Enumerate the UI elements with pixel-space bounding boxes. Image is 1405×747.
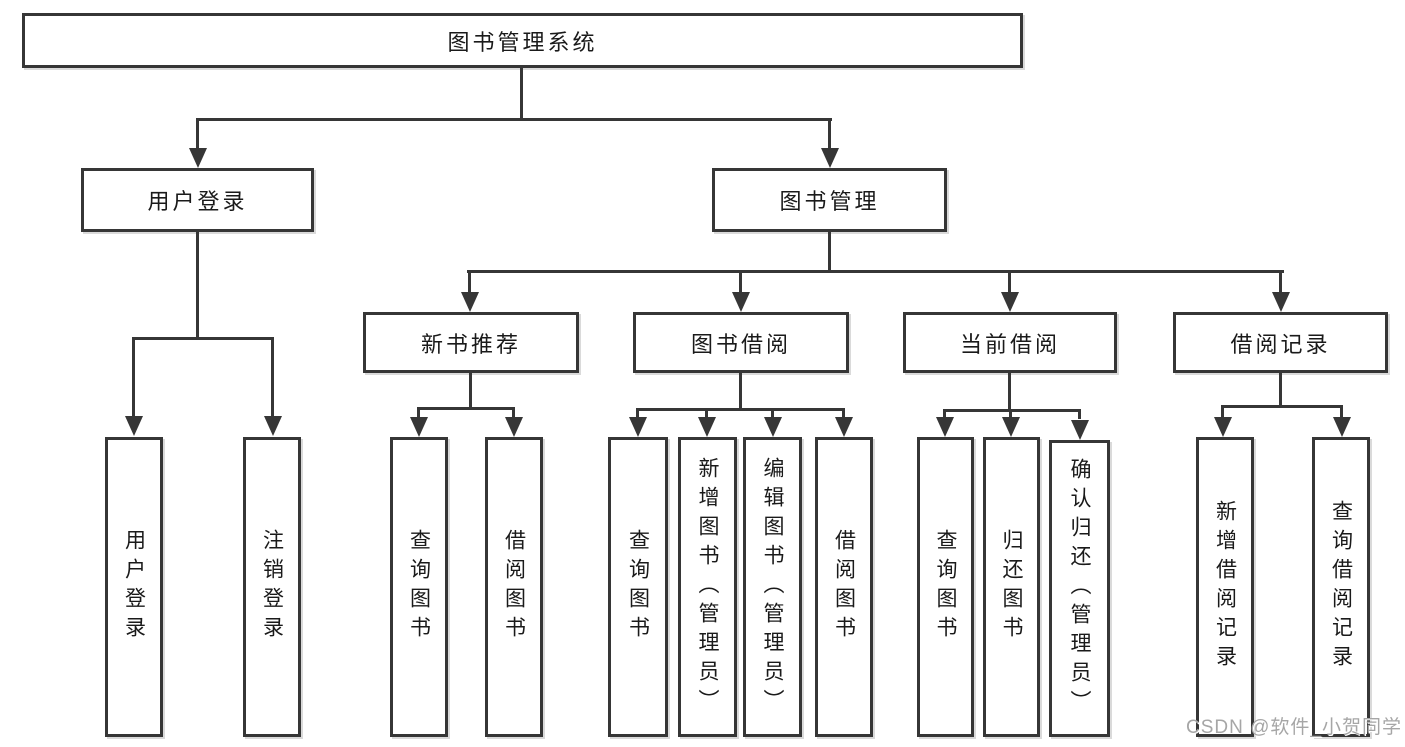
leaf-bb-borrow-books-label: 借阅图书 (832, 529, 856, 645)
node-user-login-label: 用户登录 (147, 189, 248, 214)
leaf-cb-query-books-label: 查询图书 (934, 529, 957, 645)
connector-current-rail (943, 409, 1081, 412)
connector-leaf-shaft (771, 408, 774, 419)
leaf-br-add-record-label: 新增借阅记录 (1213, 500, 1237, 674)
connector-leaf-shaft (417, 407, 420, 419)
arrow-down-icon (732, 292, 750, 312)
connector-book-mgmt-stem (828, 232, 831, 272)
node-new-book-recommend-label: 新书推荐 (420, 331, 521, 357)
node-root-label: 图书管理系统 (447, 29, 598, 55)
connector-root-stem (520, 68, 523, 120)
arrow-down-icon (1214, 417, 1232, 437)
arrow-down-icon (821, 148, 839, 168)
node-root: 图书管理系统 (22, 13, 1023, 68)
arrow-down-icon (1071, 420, 1089, 440)
connector-user-login-rail (132, 337, 274, 340)
leaf-br-add-record: 新增借阅记录 (1196, 437, 1254, 737)
node-book-borrowing: 图书借阅 (633, 312, 849, 373)
arrow-down-icon (505, 417, 523, 437)
connector-current-stem (1008, 373, 1011, 411)
leaf-cb-query-books: 查询图书 (917, 437, 974, 737)
connector-leaf-shaft (512, 407, 515, 419)
connector-leaf-shaft (1340, 405, 1343, 419)
arrow-down-icon (936, 417, 954, 437)
connector-new-books-stem (469, 373, 472, 409)
arrow-down-icon (1001, 292, 1019, 312)
arrow-down-icon (698, 417, 716, 437)
node-book-borrowing-label: 图书借阅 (690, 331, 791, 357)
arrow-down-icon (410, 417, 428, 437)
connector-leaf-shaft (705, 408, 708, 419)
connector-leaf-shaft (842, 408, 845, 419)
node-user-login: 用户登录 (81, 168, 314, 232)
leaf-nb-query-books-label: 查询图书 (407, 529, 431, 645)
node-book-management: 图书管理 (712, 168, 947, 232)
node-book-management-label: 图书管理 (779, 189, 880, 214)
leaf-bb-edit-books-admin-label: 编辑图书（管理员） (761, 456, 784, 718)
leaf-bb-query-books-label: 查询图书 (626, 529, 650, 645)
connector-new-books-shaft (468, 270, 471, 292)
connector-records-stem (1279, 373, 1282, 407)
arrow-down-icon (125, 416, 143, 436)
connector-new-books-rail (417, 407, 515, 410)
connector-user-login-stem (196, 232, 199, 339)
leaf-cb-confirm-return-admin: 确认归还（管理员） (1049, 440, 1110, 737)
connector-borrowing-shaft (739, 270, 742, 292)
arrow-down-icon (461, 292, 479, 312)
node-current-borrowing-label: 当前借阅 (959, 331, 1060, 357)
leaf-nb-borrow-books-label: 借阅图书 (502, 529, 526, 645)
connector-borrowing-stem (739, 373, 742, 410)
leaf-logout-label: 注销登录 (260, 529, 284, 645)
arrow-down-icon (764, 417, 782, 437)
connector-leaf-shaft (1221, 405, 1224, 419)
arrow-down-icon (1002, 417, 1020, 437)
arrow-down-icon (1272, 292, 1290, 312)
connector-borrowing-rail (636, 408, 845, 411)
leaf-br-query-record: 查询借阅记录 (1312, 437, 1370, 737)
leaf-logout: 注销登录 (243, 437, 301, 737)
leaf-user-login-label: 用户登录 (122, 529, 146, 645)
connector-records-rail (1221, 405, 1343, 408)
arrow-down-icon (264, 416, 282, 436)
connector-login-shaft (132, 337, 135, 416)
connector-root-rail (196, 118, 832, 121)
leaf-cb-confirm-return-admin-label: 确认归还（管理员） (1068, 458, 1091, 719)
leaf-nb-borrow-books: 借阅图书 (485, 437, 543, 737)
leaf-bb-borrow-books: 借阅图书 (815, 437, 873, 737)
leaf-cb-return-books-label: 归还图书 (1000, 529, 1023, 645)
connector-leaf-shaft (1009, 409, 1012, 419)
connector-user-login-shaft (196, 118, 199, 150)
arrow-down-icon (189, 148, 207, 168)
connector-logout-shaft (271, 337, 274, 416)
connector-book-mgmt-rail (467, 270, 1284, 273)
leaf-bb-query-books: 查询图书 (608, 437, 668, 737)
node-borrowing-records: 借阅记录 (1173, 312, 1388, 373)
node-borrowing-records-label: 借阅记录 (1230, 331, 1331, 357)
leaf-cb-return-books: 归还图书 (983, 437, 1040, 737)
leaf-br-query-record-label: 查询借阅记录 (1329, 500, 1353, 674)
leaf-bb-edit-books-admin: 编辑图书（管理员） (743, 437, 802, 737)
node-current-borrowing: 当前借阅 (903, 312, 1117, 373)
csdn-watermark: CSDN @软件_小贺同学 (1186, 717, 1402, 738)
leaf-bb-add-books-admin-label: 新增图书（管理员） (696, 456, 719, 718)
connector-records-shaft (1279, 270, 1282, 292)
node-new-book-recommend: 新书推荐 (363, 312, 579, 373)
connector-current-shaft (1008, 270, 1011, 292)
arrow-down-icon (629, 417, 647, 437)
leaf-user-login: 用户登录 (105, 437, 163, 737)
leaf-bb-add-books-admin: 新增图书（管理员） (678, 437, 737, 737)
leaf-nb-query-books: 查询图书 (390, 437, 448, 737)
connector-leaf-shaft (636, 408, 639, 419)
arrow-down-icon (1333, 417, 1351, 437)
connector-leaf-shaft (1078, 409, 1081, 419)
arrow-down-icon (835, 417, 853, 437)
connector-leaf-shaft (943, 409, 946, 419)
connector-book-mgmt-shaft (828, 118, 831, 150)
